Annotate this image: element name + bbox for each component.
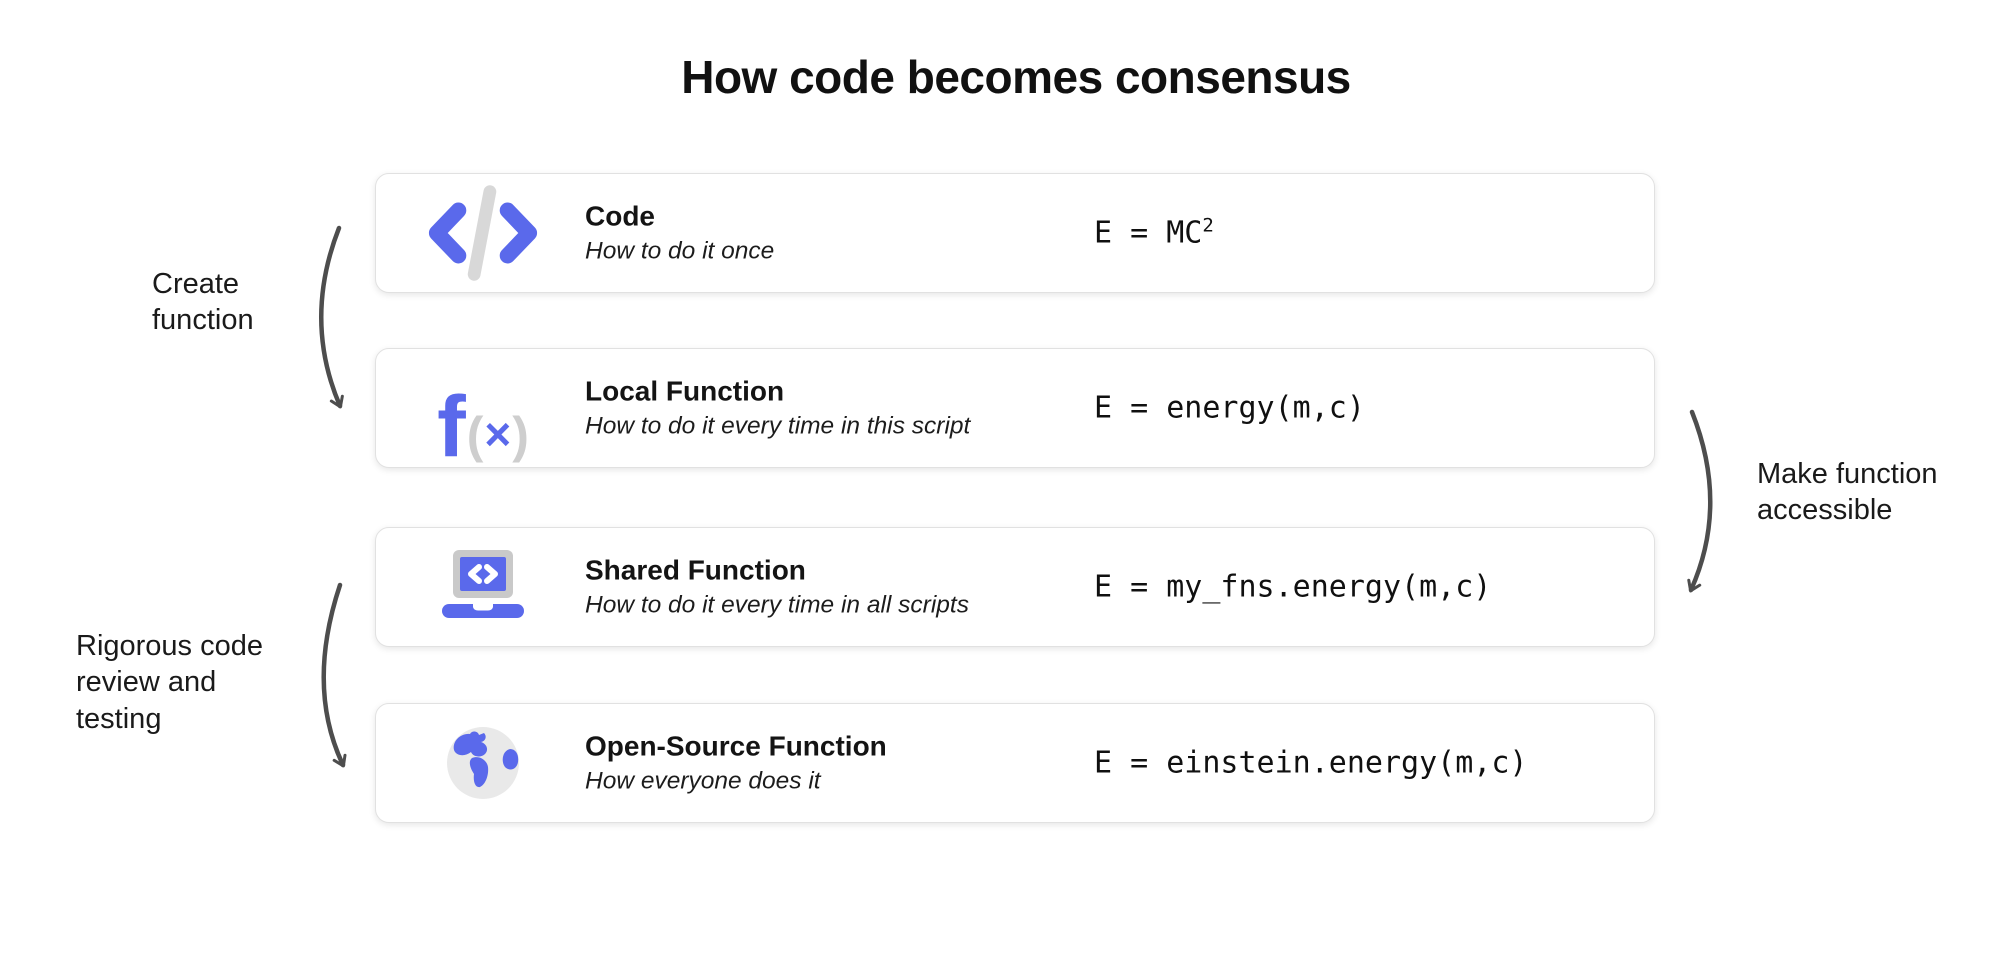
label-line: function — [152, 304, 254, 337]
label-line: Create — [152, 268, 240, 300]
make-function-accessible-label: Make function accessible — [1757, 456, 1938, 529]
card-text-block: Shared Function How to do it every time … — [585, 554, 969, 619]
code-icon-svg — [428, 185, 538, 281]
card-subtitle: How everyone does it — [585, 767, 821, 795]
globe-icon-svg — [447, 727, 519, 799]
card-text-block: Open-Source Function How everyone does i… — [585, 730, 887, 795]
card-code: Code How to do it once E = MC2 — [375, 173, 1655, 293]
label-line: review and — [76, 666, 217, 699]
card-local-function: f(×) Local Function How to do it every t… — [375, 348, 1655, 475]
page-title: How code becomes consensus — [681, 51, 1351, 103]
laptop-icon-svg — [442, 550, 524, 618]
function-x-glyph: × — [484, 408, 512, 460]
formula-base: E = MC — [1094, 215, 1203, 251]
function-f-glyph: f — [437, 378, 466, 475]
card-title: Open-Source Function — [585, 730, 887, 762]
card-subtitle: How to do it every time in this script — [585, 412, 971, 440]
card-shared-function: Shared Function How to do it every time … — [375, 527, 1655, 647]
rigorous-code-review-label: Rigorous code review and testing — [76, 628, 263, 737]
label-line: Make function — [1757, 458, 1938, 490]
create-function-label: Create function — [152, 266, 254, 339]
card-formula: E = einstein.energy(m,c) — [1094, 745, 1528, 781]
card-text-block: Code How to do it once — [585, 200, 774, 265]
card-subtitle: How to do it once — [585, 237, 775, 265]
card-title: Code — [585, 200, 655, 232]
label-line: accessible — [1757, 494, 1893, 527]
label-line: Rigorous code — [76, 630, 263, 662]
card-formula: E = energy(m,c) — [1094, 390, 1365, 426]
formula-superscript: 2 — [1202, 214, 1214, 237]
code-icon — [418, 174, 548, 292]
card-text-block: Local Function How to do it every time i… — [585, 375, 970, 440]
card-title: Local Function — [585, 375, 785, 407]
create-function-arrow — [319, 225, 344, 409]
card-formula: E = MC2 — [1094, 216, 1214, 251]
globe-icon — [418, 704, 548, 822]
card-formula: E = my_fns.energy(m,c) — [1094, 569, 1492, 605]
card-open-source-function: Open-Source Function How everyone does i… — [375, 703, 1655, 823]
card-title: Shared Function — [585, 554, 806, 586]
make-function-accessible-arrow — [1687, 409, 1713, 593]
rigorous-code-review-arrow — [321, 582, 347, 768]
card-subtitle: How to do it every time in all scripts — [585, 591, 969, 619]
label-line: testing — [76, 702, 162, 735]
function-icon: f(×) — [418, 349, 548, 475]
function-open-paren: ( — [466, 407, 484, 463]
function-close-paren: ) — [512, 407, 529, 463]
laptop-icon — [418, 528, 548, 646]
